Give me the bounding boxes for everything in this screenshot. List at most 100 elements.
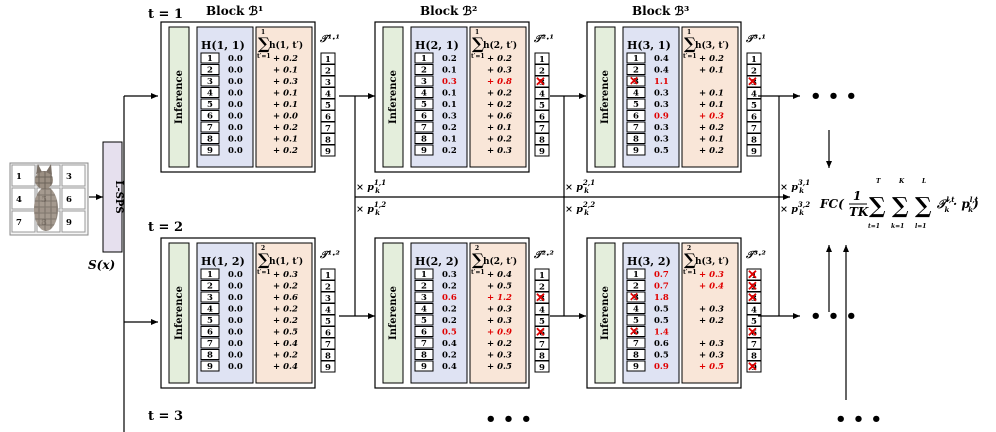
t-label: 𝒯²·²	[533, 250, 555, 261]
sum-column	[681, 26, 739, 168]
increment: + 0.2	[273, 305, 298, 315]
sum-bottom: t′=1	[471, 53, 485, 60]
h-value: 0.2	[442, 351, 457, 361]
h-index: 4	[633, 305, 639, 315]
h-value: 0.1	[442, 66, 457, 76]
h-index: 9	[633, 362, 639, 372]
sum-top: 2	[261, 245, 265, 252]
h-index: 1	[421, 54, 427, 64]
t-cross-icon: ✕	[747, 360, 758, 375]
increment: + 0.1	[273, 66, 298, 76]
h-header: H(2, 2)	[415, 255, 459, 268]
h-index-box	[626, 303, 646, 314]
h-value: 0.0	[228, 293, 243, 303]
h-index-box	[200, 360, 220, 372]
h-index-box	[414, 314, 434, 326]
t-index: 9	[751, 363, 757, 373]
ellipsis-bottom: • • •	[835, 409, 882, 430]
increment: + 0.1	[699, 100, 724, 110]
t-index: 8	[325, 136, 331, 146]
h-index: 8	[633, 135, 639, 145]
h-index: 8	[633, 351, 639, 361]
t-index: 6	[751, 113, 757, 123]
connections	[339, 93, 849, 400]
inference-column	[168, 242, 190, 384]
sum-header: h(3, t′)	[695, 256, 729, 267]
increment: + 0.9	[487, 328, 512, 338]
h-index-box	[414, 110, 434, 121]
h-index: 7	[633, 339, 639, 349]
h-value: 0.4	[654, 54, 669, 64]
h-value: 0.3	[654, 135, 669, 145]
patch-number: 6	[66, 195, 72, 205]
patch-number: 3	[66, 172, 72, 182]
time-label-1: t = 1	[148, 7, 183, 22]
cross-icon: ✕	[629, 290, 639, 304]
increment: + 0.2	[699, 54, 724, 64]
h-value: 0.0	[228, 282, 243, 292]
h-value: 0.7	[654, 270, 669, 280]
h-value: 0.2	[442, 54, 457, 64]
h-value: 0.1	[442, 100, 457, 110]
sum-header: h(2, t′)	[483, 40, 517, 51]
h-index: 5	[633, 316, 639, 326]
h-index: 3	[207, 293, 213, 303]
increment: + 0.3	[487, 305, 512, 315]
h-index-box	[200, 64, 220, 75]
h-index-box	[626, 144, 646, 156]
t-index: 5	[539, 101, 545, 111]
h-index-box	[200, 87, 220, 98]
formula-sum2-sigma: ∑	[892, 193, 909, 219]
block-title: Block ℬ³	[632, 4, 689, 18]
h-index: 9	[421, 146, 427, 156]
increment: + 0.2	[487, 54, 512, 64]
h-index: 6	[421, 328, 427, 338]
t-index: 9	[751, 147, 757, 157]
sum-header: h(1, t′)	[269, 40, 303, 51]
t-cross-icon: ✕	[535, 326, 546, 341]
increment: + 0.4	[273, 339, 298, 349]
h-index: 7	[207, 339, 213, 349]
t-index: 7	[751, 124, 757, 134]
inference-column	[168, 26, 190, 168]
patch-cell	[61, 164, 86, 187]
h-index: 3	[207, 77, 213, 87]
t-index: 6	[751, 329, 757, 339]
h-index-box	[200, 144, 220, 156]
inference-label: Inference	[388, 70, 399, 124]
time-label-3: t = 3	[148, 409, 183, 424]
formula-sum3-sigma: ∑	[915, 193, 932, 219]
cross-icon: ✕	[629, 325, 639, 339]
h-index: 3	[421, 293, 427, 303]
h-index: 1	[633, 54, 639, 64]
h-index: 9	[207, 146, 213, 156]
h-value: 0.5	[654, 351, 669, 361]
h-value: 0.2	[442, 146, 457, 156]
t-label: 𝒯²·¹	[533, 34, 554, 45]
h-index: 8	[421, 351, 427, 361]
patch-cell	[11, 210, 36, 233]
t-index: 1	[325, 55, 331, 65]
sum-sigma-icon: ∑	[258, 34, 270, 53]
patch-number: 4	[16, 195, 22, 205]
t-box	[534, 360, 550, 373]
h-index: 4	[421, 89, 427, 99]
t-index: 9	[539, 147, 545, 157]
t-index: 4	[325, 90, 331, 100]
t-index: 5	[751, 101, 757, 111]
increment: + 0.2	[699, 123, 724, 133]
h-index-box	[414, 268, 434, 280]
h-index-box	[200, 326, 220, 337]
h-value: 0.9	[654, 362, 669, 372]
t-index: 9	[325, 363, 331, 373]
h-index-box	[414, 98, 434, 110]
inference-column	[594, 26, 616, 168]
t-index: 1	[751, 271, 757, 281]
increment: + 0.2	[273, 54, 298, 64]
